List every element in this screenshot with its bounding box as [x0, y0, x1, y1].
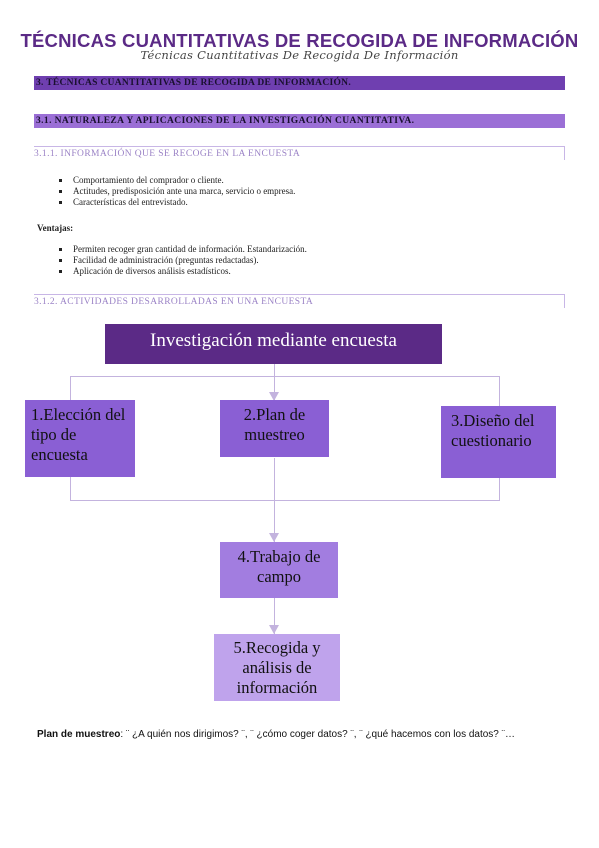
connector-center-top [274, 364, 275, 401]
heading-information-collected: 3.1.1. INFORMACIÓN QUE SE RECOGE EN LA E… [34, 146, 565, 160]
arrow-down-icon [269, 625, 279, 634]
advantages-label: Ventajas: [37, 223, 74, 233]
heading-survey-activities: 3.1.2. ACTIVIDADES DESARROLLADAS EN UNA … [34, 294, 565, 308]
list-item: Facilidad de administración (preguntas r… [37, 255, 537, 266]
connector-top [70, 376, 500, 377]
connector-left-bottom [70, 477, 71, 500]
connector-left-top [70, 376, 71, 401]
list-item: Comportamiento del comprador o cliente. [37, 175, 537, 186]
step-3-box: 3.Diseño del cuestionario [441, 406, 556, 478]
arrow-down-icon [269, 533, 279, 542]
connector-right-top [499, 376, 500, 406]
document-title: TÉCNICAS CUANTITATIVAS DE RECOGIDA DE IN… [20, 30, 579, 51]
connector-to-step4 [274, 458, 275, 542]
document-subtitle: Técnicas Cuantitativas De Recogida De In… [140, 48, 459, 62]
flow-title-box: Investigación mediante encuesta [105, 324, 442, 364]
sampling-plan-note: Plan de muestreo: ¨ ¿A quién nos dirigim… [37, 727, 557, 742]
section-heading: 3. TÉCNICAS CUANTITATIVAS DE RECOGIDA DE… [34, 76, 565, 90]
advantages-list: Permiten recoger gran cantidad de inform… [37, 244, 537, 277]
information-list: Comportamiento del comprador o cliente. … [37, 175, 537, 208]
connector-bottom [70, 500, 500, 501]
list-item: Permiten recoger gran cantidad de inform… [37, 244, 537, 255]
list-item: Actitudes, predisposición ante una marca… [37, 186, 537, 197]
step-1-box: 1.Elección del tipo de encuesta [25, 400, 135, 477]
sampling-plan-text: : ¨ ¿A quién nos dirigimos? ¨, ¨ ¿cómo c… [120, 729, 515, 740]
step-5-box: 5.Recogida y análisis de información [214, 634, 340, 701]
connector-right-bottom [499, 477, 500, 500]
connector-to-step5 [274, 598, 275, 634]
subsection-heading: 3.1. NATURALEZA Y APLICACIONES DE LA INV… [34, 114, 565, 128]
list-item: Características del entrevistado. [37, 197, 537, 208]
arrow-down-icon [269, 392, 279, 401]
step-4-box: 4.Trabajo de campo [220, 542, 338, 598]
list-item: Aplicación de diversos análisis estadíst… [37, 266, 537, 277]
sampling-plan-label: Plan de muestreo [37, 729, 121, 740]
step-2-box: 2.Plan de muestreo [220, 400, 329, 457]
